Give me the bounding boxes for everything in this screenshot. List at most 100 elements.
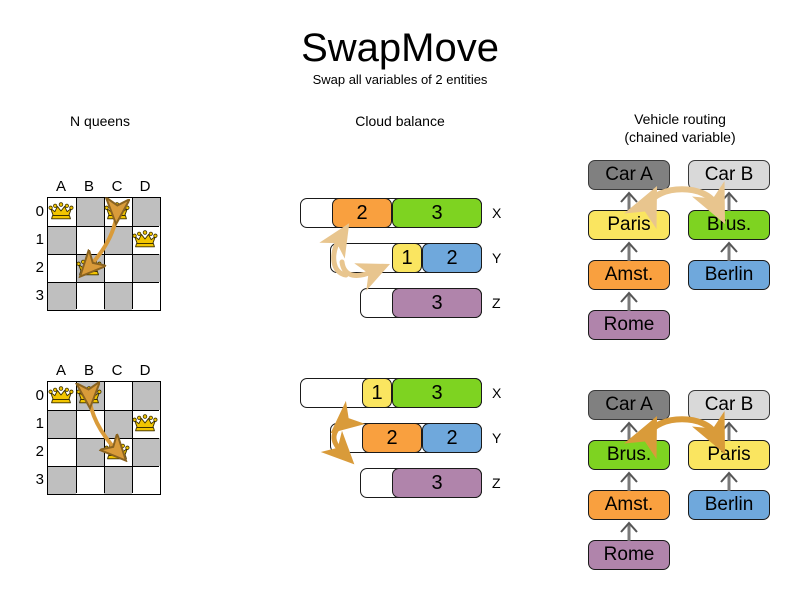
vrp-node-b-0[interactable]: Car B [688,390,770,420]
board-cell[interactable] [132,410,160,438]
board-row-label-2: 2 [35,443,44,460]
vrp-node-b-1[interactable]: Paris [688,440,770,470]
board-cell[interactable] [132,198,160,226]
chessboard-after[interactable] [47,381,161,495]
vrp-node-a-0[interactable]: Car A [588,390,670,420]
board-cell[interactable] [48,410,76,438]
cloud-process-Y-1[interactable]: 2 [422,243,482,273]
board-cell[interactable] [76,254,104,282]
board-cell[interactable] [104,382,132,410]
cloud-process-Z-0[interactable]: 3 [392,288,482,318]
board-cell[interactable] [132,282,160,310]
board-cell[interactable] [48,438,76,466]
vrp-node-a-2[interactable]: Amst. [588,260,670,290]
board-cell[interactable] [76,382,104,410]
board-cell[interactable] [104,282,132,310]
cloud-process-X-1[interactable]: 3 [392,198,482,228]
cloud-row-Z: 3 [360,468,482,498]
board-gridline [132,198,133,309]
board-cell[interactable] [48,282,76,310]
vrp-node-a-2[interactable]: Amst. [588,490,670,520]
chain-arrow-up-icon [620,241,638,261]
board-gridline [48,438,159,439]
board-cell[interactable] [48,198,76,226]
board-column-label-C: C [111,362,123,379]
chain-arrow-up-icon [720,191,738,211]
board-column-label-D: D [139,362,151,379]
board-gridline [48,466,159,467]
board-cell[interactable] [48,382,76,410]
board-cell[interactable] [76,198,104,226]
board-cell[interactable] [76,466,104,494]
cloud-process-Z-0[interactable]: 3 [392,468,482,498]
cloud-process-Y-1[interactable]: 2 [422,423,482,453]
board-cell[interactable] [76,282,104,310]
vrp-node-b-2[interactable]: Berlin [688,490,770,520]
cloud-process-X-1[interactable]: 3 [392,378,482,408]
board-cell[interactable] [132,382,160,410]
vrp-node-b-2[interactable]: Berlin [688,260,770,290]
section-title-cloud-balance: Cloud balance [355,113,445,129]
board-cell[interactable] [76,410,104,438]
cloud-row-label-X: X [492,385,502,401]
vrp-node-b-1[interactable]: Brus. [688,210,770,240]
board-cell[interactable] [76,438,104,466]
chain-arrow-up-icon [620,291,638,311]
vrp-node-a-1[interactable]: Paris [588,210,670,240]
cloud-process-X-0[interactable]: 1 [362,378,392,408]
board-cell[interactable] [104,438,132,466]
cloud-row-Z: 3 [360,288,482,318]
cloud-process-X-0[interactable]: 2 [332,198,392,228]
board-gridline [48,282,159,283]
chessboard-before[interactable] [47,197,161,311]
vrp-node-a-3[interactable]: Rome [588,540,670,570]
cloud-process-Y-0[interactable]: 2 [362,423,422,453]
board-column-label-C: C [111,178,123,195]
chain-arrow-up-icon [720,241,738,261]
board-cell[interactable] [104,226,132,254]
board-cell[interactable] [76,226,104,254]
board-row-label-0: 0 [35,203,44,220]
board-gridline [48,254,159,255]
vrp-node-a-3[interactable]: Rome [588,310,670,340]
vrp-node-b-0[interactable]: Car B [688,160,770,190]
board-gridline [132,382,133,493]
board-cell[interactable] [48,226,76,254]
chain-arrow-up-icon [620,521,638,541]
board-row-label-1: 1 [35,415,44,432]
chain-arrow-up-icon [720,471,738,491]
board-cell[interactable] [48,466,76,494]
board-column-label-A: A [55,178,66,195]
vrp-node-a-1[interactable]: Brus. [588,440,670,470]
board-column-label-D: D [139,178,151,195]
cloud-row-label-X: X [492,205,502,221]
cloud-row-label-Z: Z [492,295,501,311]
board-cell[interactable] [48,254,76,282]
chain-arrow-up-icon [620,471,638,491]
board-cell[interactable] [104,198,132,226]
chain-arrow-up-icon [720,421,738,441]
board-row-label-1: 1 [35,231,44,248]
board-cell[interactable] [132,466,160,494]
page-title: SwapMove [301,26,499,70]
section-title-vehicle-routing-line1: Vehicle routing [634,111,726,127]
board-cell[interactable] [104,466,132,494]
board-column-label-B: B [83,362,94,379]
board-cell[interactable] [132,438,160,466]
chain-arrow-up-icon [620,421,638,441]
board-cell[interactable] [132,226,160,254]
board-cell[interactable] [132,254,160,282]
chain-arrow-up-icon [620,191,638,211]
cloud-process-Y-0[interactable]: 1 [392,243,422,273]
vrp-node-a-0[interactable]: Car A [588,160,670,190]
board-cell[interactable] [104,410,132,438]
board-cell[interactable] [104,254,132,282]
